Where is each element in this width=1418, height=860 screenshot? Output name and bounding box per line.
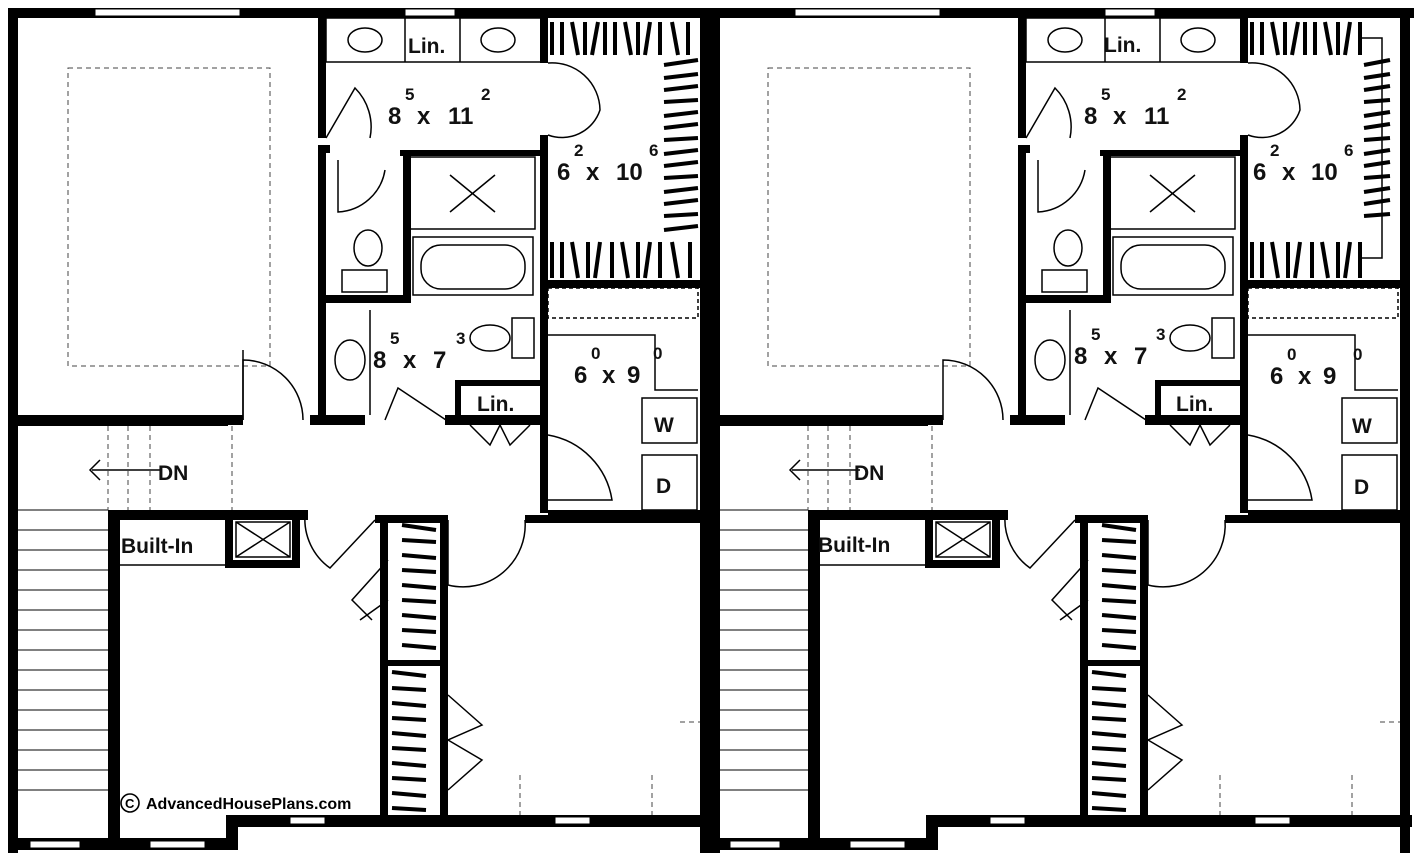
dim-second: 7	[1134, 343, 1147, 370]
copyright-symbol: C	[125, 796, 135, 811]
dim-second: 11	[448, 103, 473, 130]
unit-right	[708, 8, 1414, 853]
linen-hall-label: Lin.	[1176, 393, 1213, 416]
room-dim-bath-main: 8 5 x 11 2	[1084, 85, 1186, 130]
dim-x: x	[1113, 103, 1127, 130]
dim-x: x	[417, 103, 431, 130]
dim-sup-a: 2	[574, 141, 583, 160]
room-dim-bath-hall: 8 5 x 7 3	[373, 329, 465, 374]
dim-main: 6	[557, 159, 570, 186]
dim-x: x	[586, 159, 600, 186]
room-dim-laundry: 6 0 x 9 0	[574, 344, 662, 389]
dim-second: 9	[627, 362, 640, 389]
dim-second: 7	[433, 347, 446, 374]
dim-sup-b: 6	[649, 141, 658, 160]
dryer-label: D	[1354, 476, 1369, 499]
dim-main: 8	[1074, 343, 1087, 370]
built-in-label: Built-In	[818, 534, 890, 557]
dim-x: x	[1104, 343, 1118, 370]
dim-main: 8	[373, 347, 386, 374]
dim-sup-b: 2	[481, 85, 490, 104]
dim-sup-b: 0	[1353, 345, 1362, 364]
washer-label: W	[654, 414, 674, 437]
dim-sup-a: 0	[1287, 345, 1296, 364]
room-dim-closet: 6 2 x 10 6	[1253, 141, 1353, 186]
dim-sup-a: 0	[591, 344, 600, 363]
dim-x: x	[403, 347, 417, 374]
room-dim-bath-hall: 8 5 x 7 3	[1074, 325, 1165, 370]
dim-sup-a: 5	[390, 329, 399, 348]
copyright-icon	[120, 793, 140, 813]
unit-right-labels: Lin. 8 5 x 11 2 6 2 x 10 6 8 5 x 7 3 6 0…	[818, 34, 1372, 557]
dim-sup-a: 2	[1270, 141, 1279, 160]
dim-sup-b: 3	[456, 329, 465, 348]
dim-main: 6	[1270, 363, 1283, 390]
dim-sup-b: 6	[1344, 141, 1353, 160]
dim-x: x	[1282, 159, 1296, 186]
dim-second: 11	[1144, 103, 1169, 130]
stair-down-label: DN	[158, 462, 188, 485]
washer-label: W	[1352, 415, 1372, 438]
dim-sup-b: 3	[1156, 325, 1165, 344]
dim-main: 8	[388, 103, 401, 130]
dim-second: 9	[1323, 363, 1336, 390]
built-in-label: Built-In	[121, 535, 193, 558]
dim-main: 6	[574, 362, 587, 389]
dryer-label: D	[656, 475, 671, 498]
copyright-text: AdvancedHousePlans.com	[146, 796, 351, 813]
dim-x: x	[1298, 363, 1312, 390]
linen-top-label: Lin.	[408, 35, 445, 58]
dim-sup-b: 2	[1177, 85, 1186, 104]
dim-sup-a: 5	[1101, 85, 1110, 104]
dim-sup-a: 5	[1091, 325, 1100, 344]
dim-x: x	[602, 362, 616, 389]
room-dim-bath-main: 8 5 x 11 2	[388, 85, 490, 130]
dim-second: 10	[616, 159, 643, 186]
linen-top-label: Lin.	[1104, 34, 1141, 57]
dim-sup-a: 5	[405, 85, 414, 104]
dim-second: 10	[1311, 159, 1338, 186]
dim-main: 6	[1253, 159, 1266, 186]
unit-left-labels: Lin. 8 5 x 11 2 6 2 x 10 6 8 5 x 7 3 6 0…	[121, 35, 674, 558]
dim-main: 8	[1084, 103, 1097, 130]
stair-down-label: DN	[854, 462, 884, 485]
room-dim-laundry: 6 0 x 9 0	[1270, 345, 1362, 390]
linen-hall-label: Lin.	[477, 393, 514, 416]
room-dim-closet: 6 2 x 10 6	[557, 141, 658, 186]
dim-sup-b: 0	[653, 344, 662, 363]
copyright-notice: C AdvancedHousePlans.com	[120, 793, 351, 813]
